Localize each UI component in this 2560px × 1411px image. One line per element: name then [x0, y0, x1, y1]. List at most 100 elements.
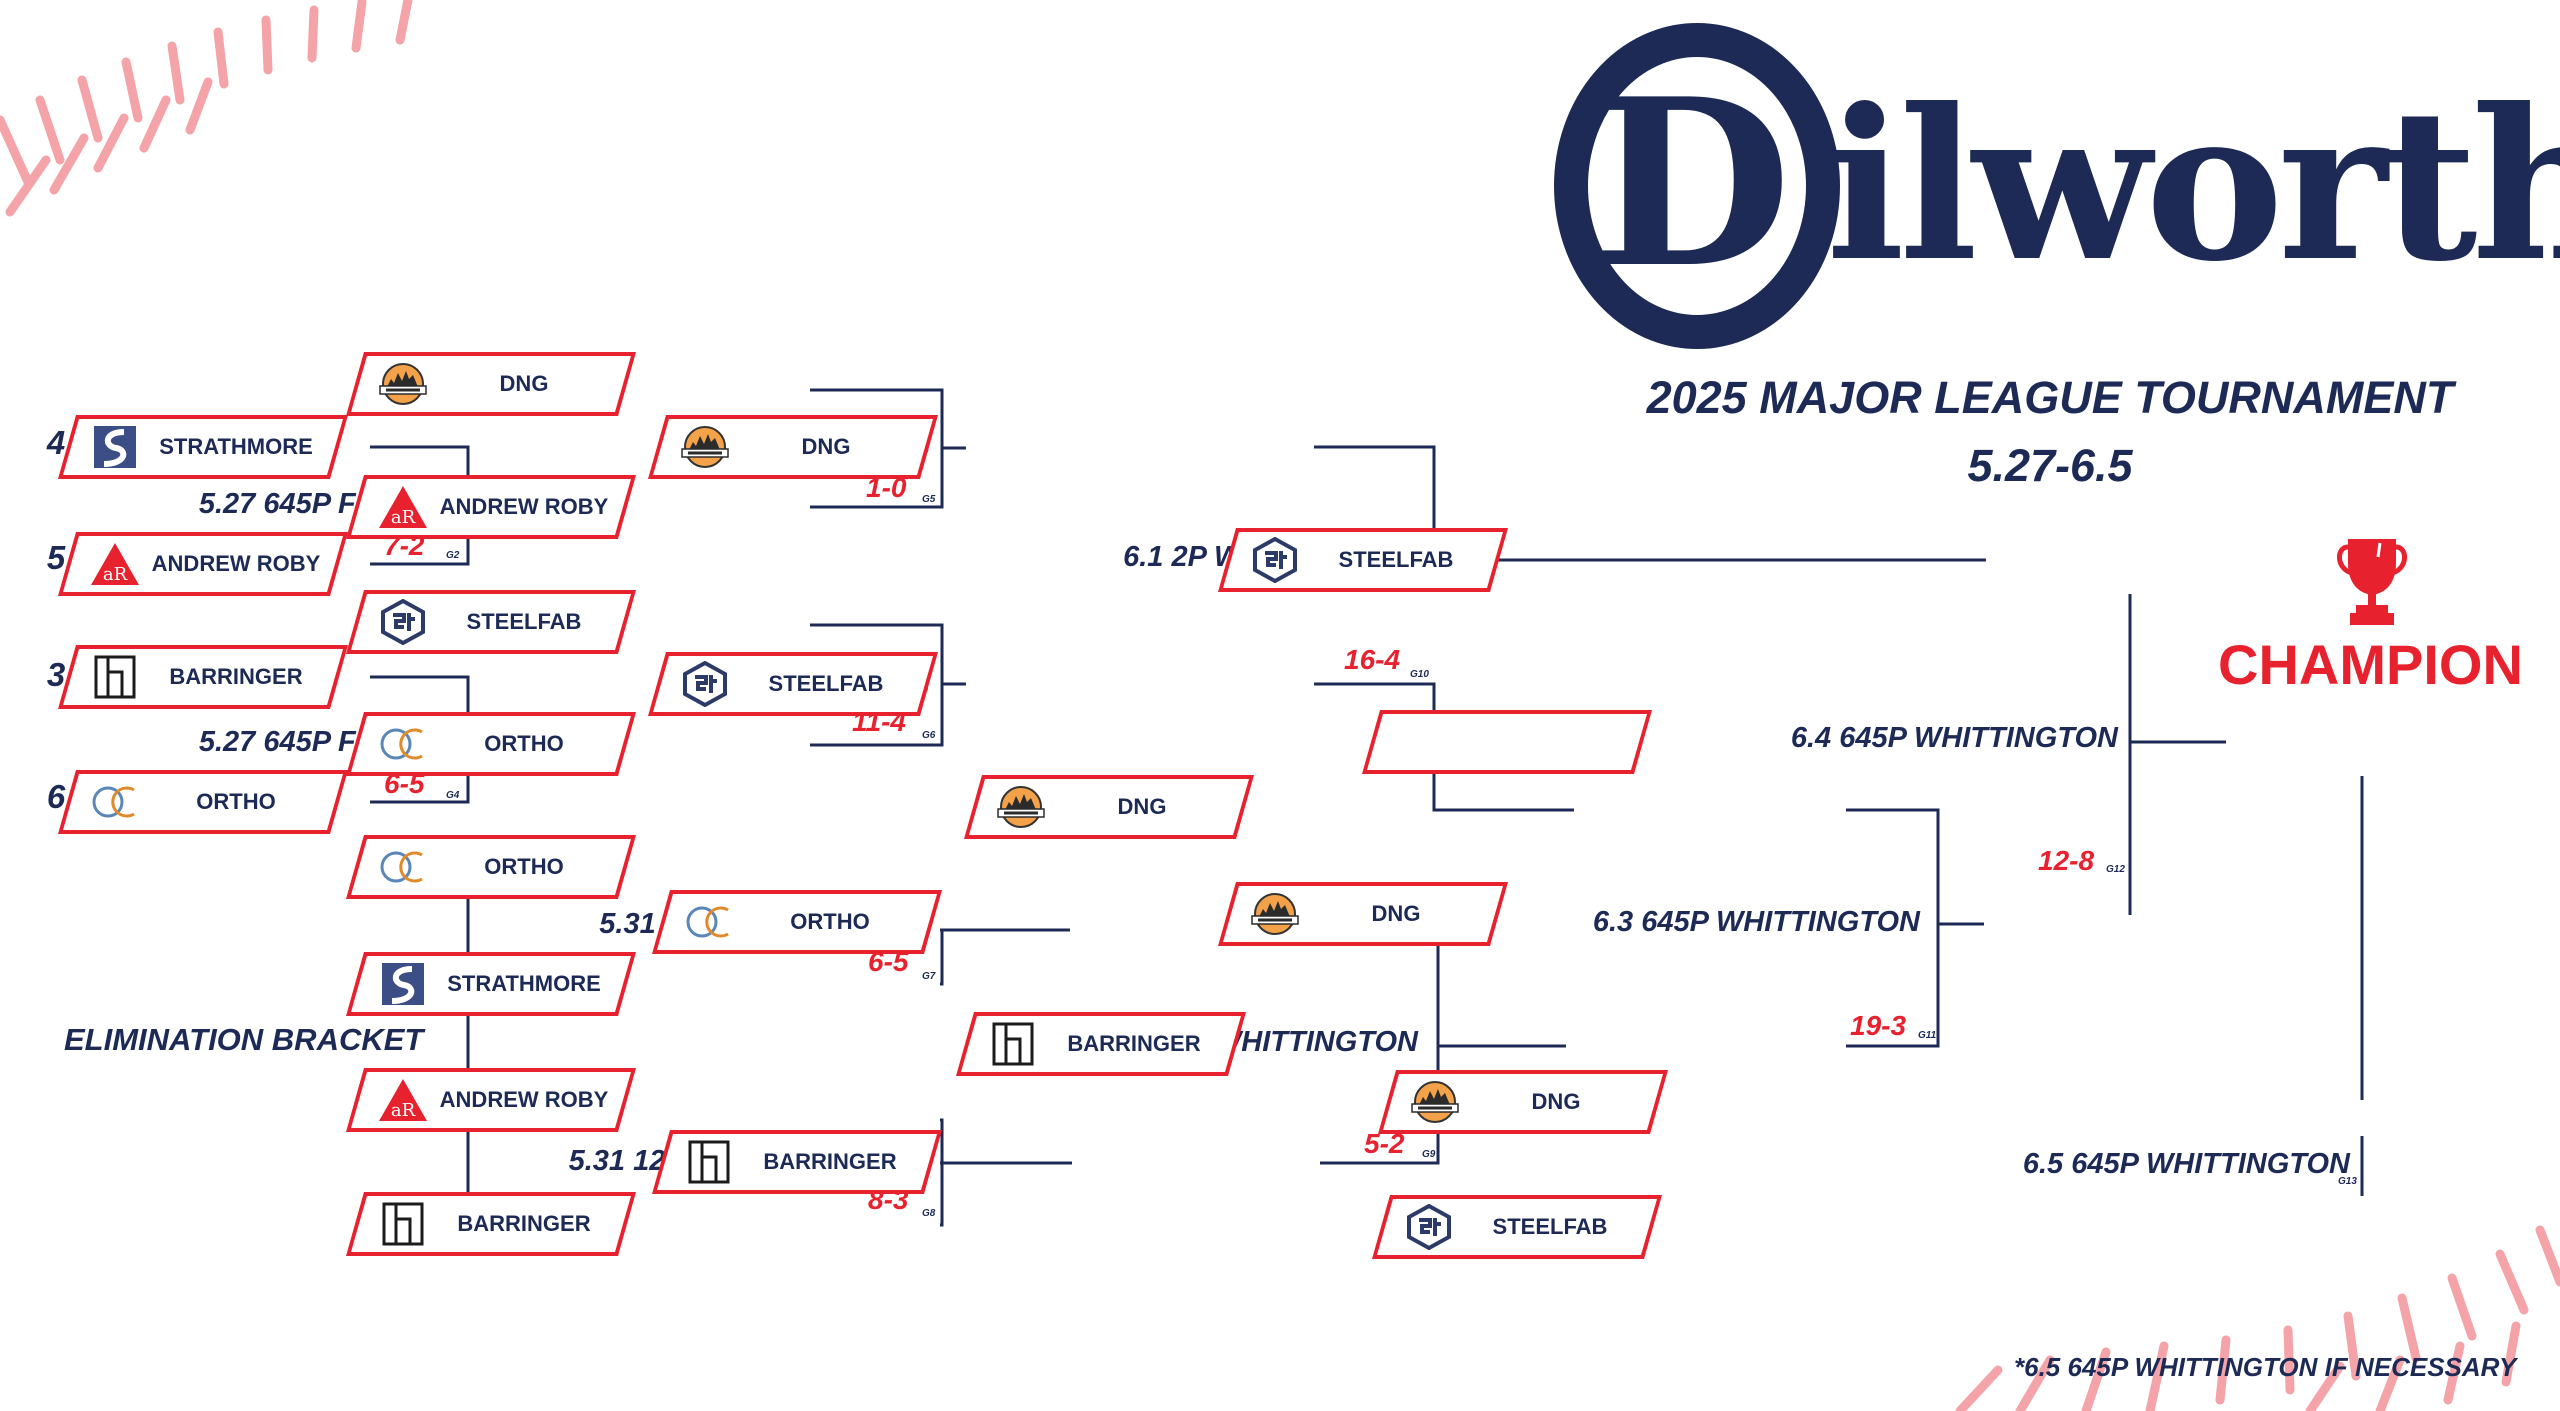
game-label-g13: 6.5 645P WHITTINGTON — [2022, 1148, 2350, 1180]
game-number-g6: G6 — [922, 730, 936, 741]
seed-6: 6 — [46, 778, 66, 815]
team-name: ORTHO — [196, 789, 276, 814]
game-number-g8: G8 — [922, 1208, 936, 1219]
elimination-bracket-label: ELIMINATION BRACKET — [64, 1022, 424, 1057]
svg-text:aR: aR — [391, 507, 416, 528]
team-box-dng: DNG — [1218, 882, 1508, 946]
team-name: DNG — [1117, 794, 1167, 819]
seed-5: 5 — [46, 539, 66, 576]
ortho-logo-icon — [378, 844, 428, 890]
team-box-barringer: BARRINGER — [956, 1012, 1246, 1076]
connector-g5-low — [810, 448, 944, 509]
game-number-g12: G12 — [2106, 864, 2125, 875]
tournament-dates: 5.27-6.5 — [1967, 440, 2133, 491]
game-number-g9: G9 — [1422, 1149, 1436, 1160]
baseball-stitches-bottom-right — [1955, 1225, 2560, 1411]
team-name: STEELFAB — [1492, 1214, 1608, 1239]
team-box-ortho: ORTHO — [652, 890, 942, 954]
game-number-g7: G7 — [922, 971, 936, 982]
team-box-barringer: BARRINGER — [58, 645, 348, 709]
team-name: ANDREW ROBY — [151, 551, 321, 576]
steelfab-logo-icon — [680, 660, 730, 708]
team-box-andrew-roby: aR ANDREW ROBY — [346, 475, 636, 539]
team-box-fill — [1367, 714, 1647, 770]
ortho-logo-icon — [684, 899, 734, 945]
team-box-barringer: BARRINGER — [652, 1130, 942, 1194]
team-name: ANDREW ROBY — [439, 494, 609, 519]
champion-label: CHAMPION — [2218, 633, 2523, 696]
team-name: DNG — [1531, 1089, 1581, 1114]
connector-g8 — [940, 1118, 944, 1227]
score-g12: 12-8 — [2038, 845, 2095, 876]
team-name: DNG — [801, 434, 851, 459]
team-name: BARRINGER — [763, 1149, 897, 1174]
team-box-ortho: ORTHO — [58, 770, 348, 834]
team-name: ORTHO — [484, 854, 564, 879]
team-name: ANDREW ROBY — [439, 1087, 609, 1112]
game-number-g2: G2 — [446, 550, 460, 561]
dng-logo-icon — [378, 361, 428, 407]
team-box-steelfab: STEELFAB — [1372, 1195, 1662, 1259]
team-box-dng: DNG — [964, 775, 1254, 839]
champion-box — [1362, 710, 1652, 774]
score-g10: 16-4 — [1344, 644, 1401, 675]
steelfab-logo-icon — [1250, 536, 1300, 584]
team-box-steelfab: STEELFAB — [1218, 528, 1508, 592]
team-box-andrew-roby: aR ANDREW ROBY — [346, 1068, 636, 1132]
barringer-logo-icon — [378, 1201, 428, 1247]
team-box-dng: DNG — [346, 352, 636, 416]
team-name: BARRINGER — [457, 1211, 591, 1236]
team-box-barringer: BARRINGER — [346, 1192, 636, 1256]
team-box-fill — [657, 894, 937, 950]
team-box-fill — [351, 716, 631, 772]
team-box-dng: DNG — [648, 415, 938, 479]
dng-logo-icon — [680, 424, 730, 470]
baseball-stitches-top-left — [0, 0, 413, 217]
team-box-steelfab: STEELFAB — [346, 590, 636, 654]
game-label-g12: 6.4 645P WHITTINGTON — [1790, 722, 2118, 754]
steelfab-logo-icon — [378, 598, 428, 646]
andrew-logo-icon: aR — [378, 1077, 428, 1123]
team-box-fill — [63, 774, 343, 830]
team-name: ORTHO — [484, 731, 564, 756]
strathmore-logo-icon — [378, 961, 428, 1007]
connector-g6 — [810, 623, 966, 686]
brand-ring-icon — [1554, 23, 1840, 349]
strathmore-logo-icon — [90, 424, 140, 470]
game-number-g13: G13 — [2338, 1176, 2357, 1187]
game-number-g11: G11 — [1918, 1030, 1937, 1041]
team-box-steelfab: STEELFAB — [648, 652, 938, 716]
svg-text:aR: aR — [103, 564, 128, 585]
dng-logo-icon — [1250, 891, 1300, 937]
team-box-ortho: ORTHO — [346, 712, 636, 776]
barringer-logo-icon — [684, 1139, 734, 1185]
game-number-g4: G4 — [446, 790, 460, 801]
connector-g6-low — [810, 684, 944, 747]
team-name: BARRINGER — [1067, 1031, 1201, 1056]
team-name: STEELFAB — [1338, 547, 1454, 572]
team-name: DNG — [499, 371, 549, 396]
andrew-logo-icon: aR — [90, 541, 140, 587]
ortho-logo-icon — [378, 721, 428, 767]
team-name: STEELFAB — [768, 671, 884, 696]
seed-3: 3 — [46, 656, 66, 693]
team-box-strathmore: STRATHMORE — [58, 415, 348, 479]
barringer-logo-icon — [90, 654, 140, 700]
team-name: STRATHMORE — [159, 434, 313, 459]
brand-logo: D — [1552, 22, 1842, 350]
connector-g11 — [1846, 808, 1940, 1048]
dng-logo-icon — [1410, 1079, 1460, 1125]
ortho-logo-icon — [90, 779, 140, 825]
team-name: STEELFAB — [466, 609, 582, 634]
footnote: *6.5 645P WHITTINGTON IF NECESSARY — [2014, 1352, 2517, 1382]
connector-g5 — [810, 388, 966, 450]
team-box-strathmore: STRATHMORE — [346, 952, 636, 1016]
tournament-title: 2025 MAJOR LEAGUE TOURNAMENT — [1646, 372, 2454, 423]
dng-logo-icon — [996, 784, 1046, 830]
barringer-logo-icon — [988, 1021, 1038, 1067]
andrew-logo-icon: aR — [378, 484, 428, 530]
team-box-andrew-roby: aR ANDREW ROBY — [58, 532, 348, 596]
game-label-g11: 6.3 645P WHITTINGTON — [1592, 906, 1920, 938]
team-box-ortho: ORTHO — [346, 835, 636, 899]
trophy-icon — [2337, 539, 2407, 625]
